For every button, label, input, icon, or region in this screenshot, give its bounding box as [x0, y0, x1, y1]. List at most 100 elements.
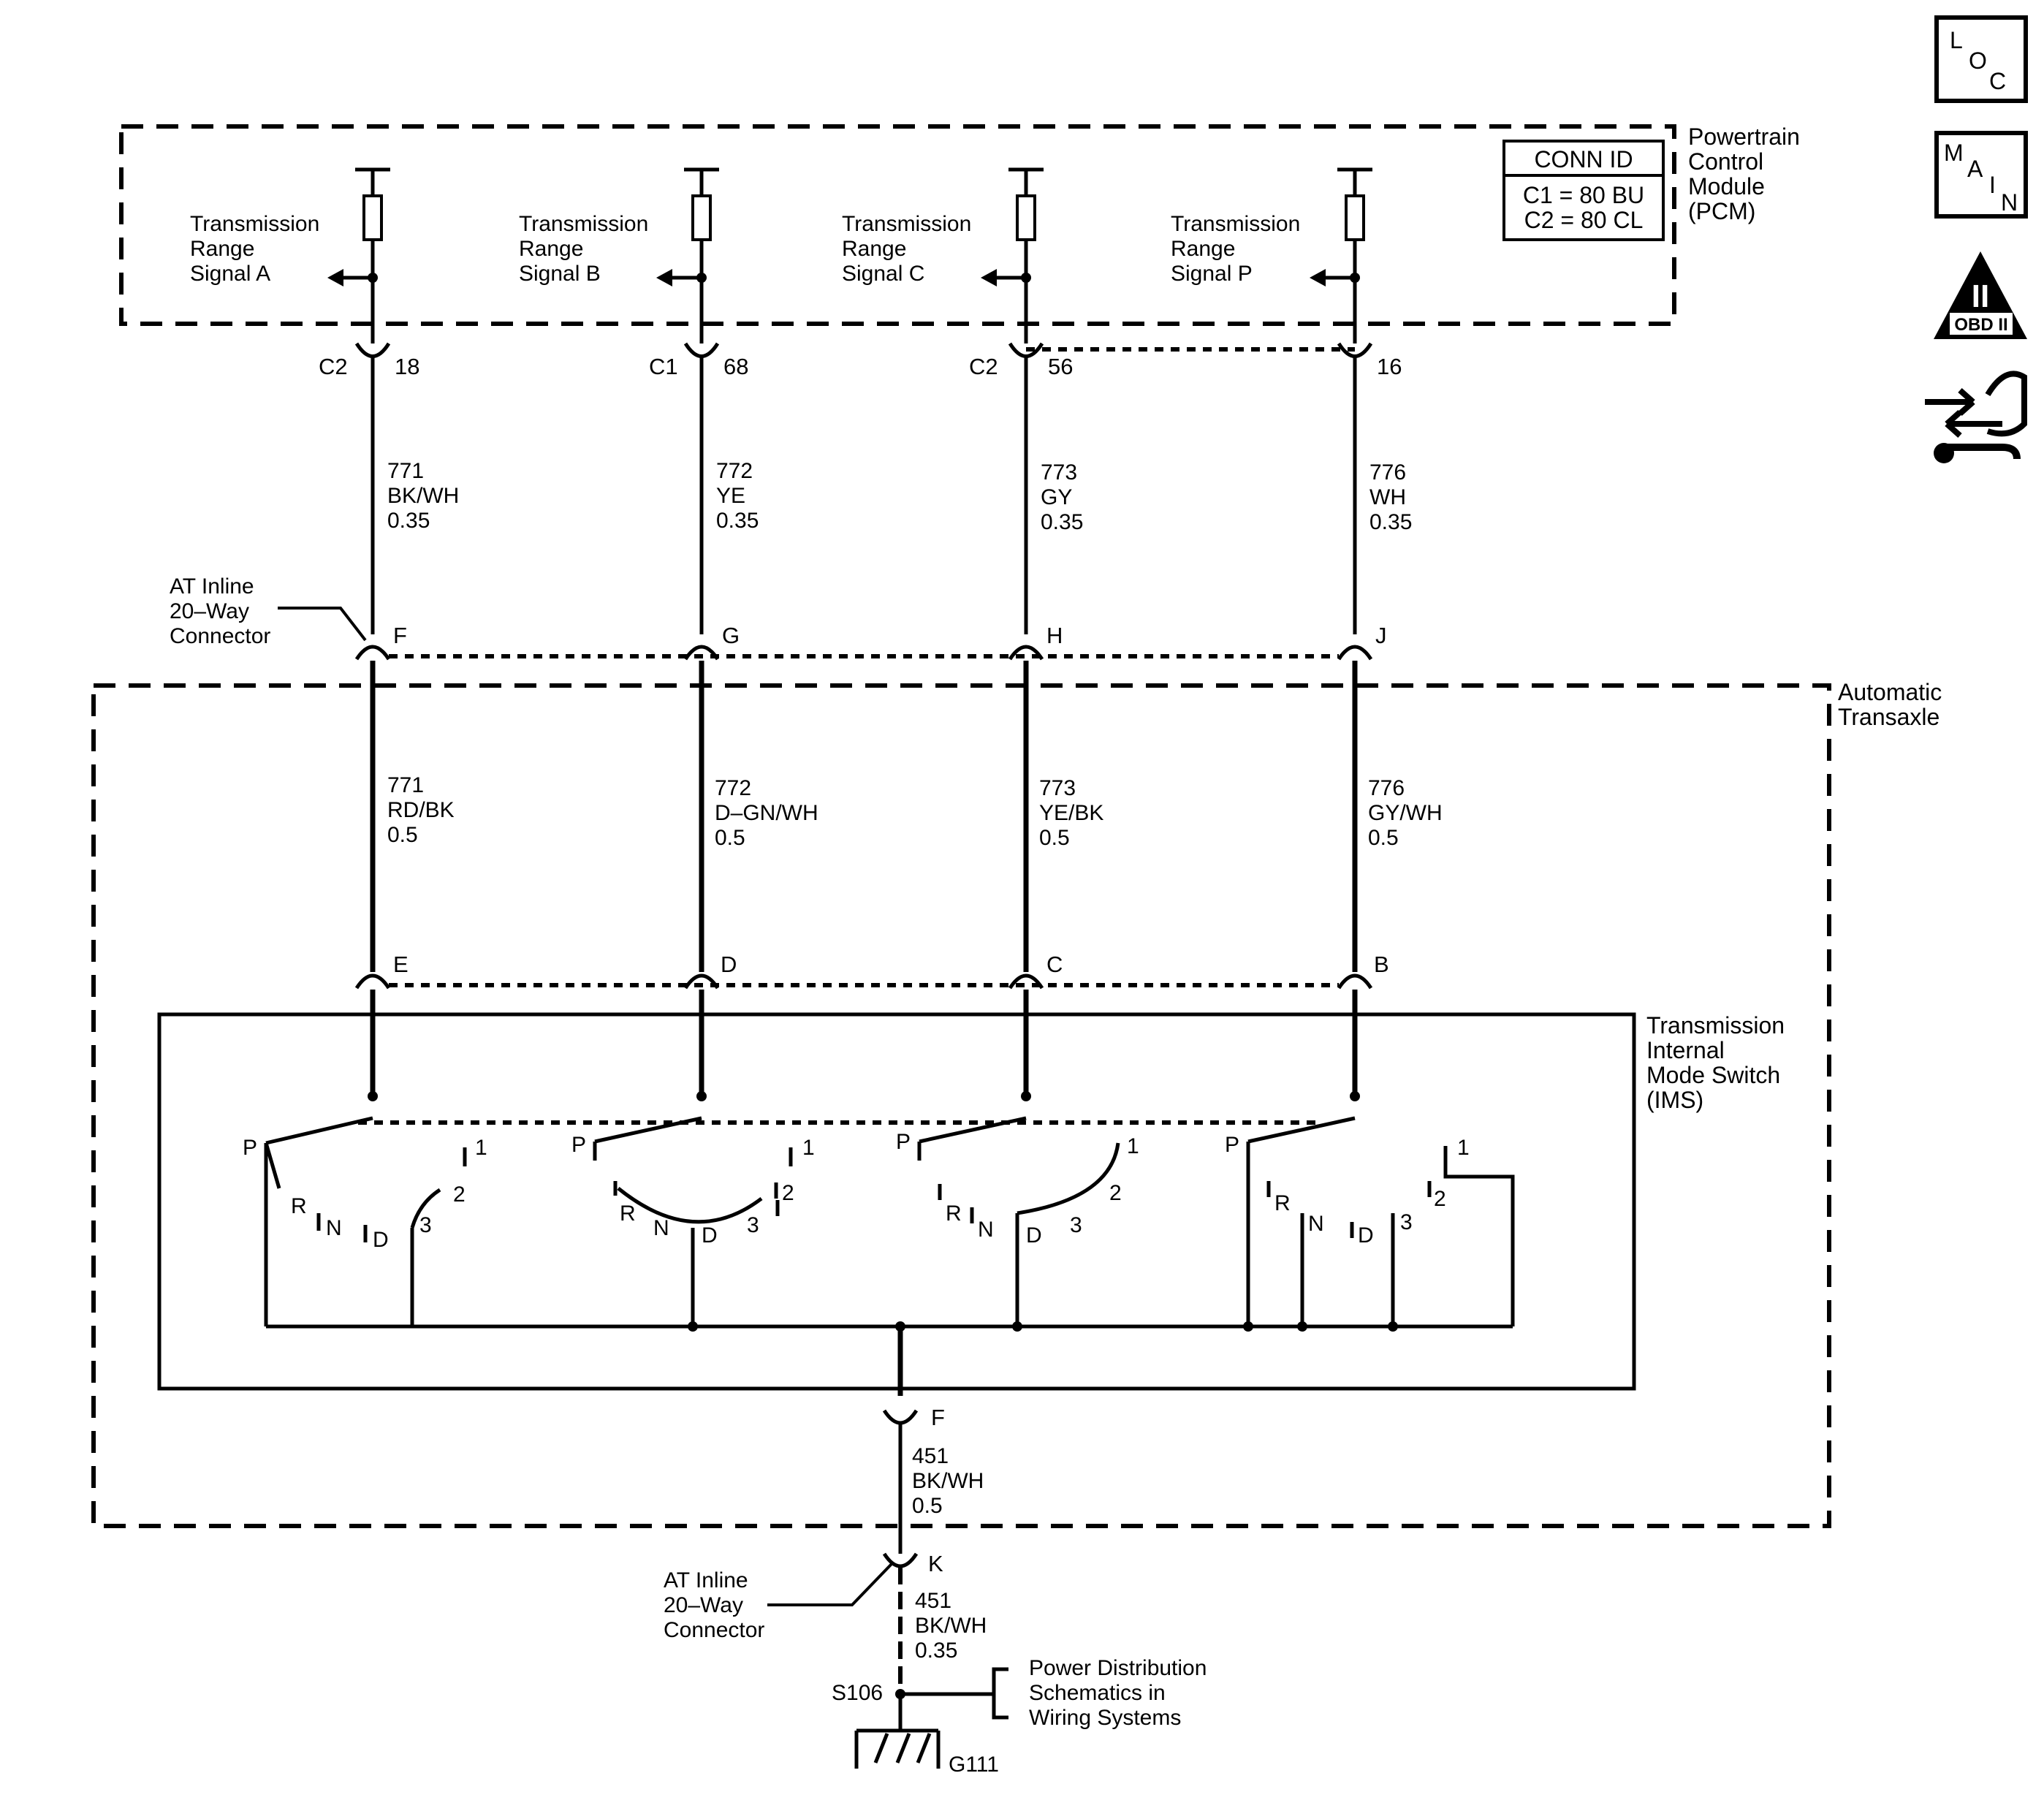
svg-text:P: P [571, 1133, 586, 1157]
svg-text:C2: C2 [319, 354, 348, 379]
svg-text:BK/WH: BK/WH [387, 484, 459, 508]
transaxle-boundary [91, 683, 1831, 1528]
svg-text:0.5: 0.5 [715, 826, 745, 850]
svg-text:C: C [1989, 68, 2006, 94]
svg-text:OBD II: OBD II [1954, 315, 2007, 335]
switch-section-p: P R N D 3 2 1 [1225, 1116, 1515, 1332]
ground-circuit: F 451 BK/WH 0.5 K 451 BK/WH 0.35 S106 Po… [832, 1405, 1207, 1777]
svg-text:Transmission: Transmission [190, 212, 319, 236]
svg-text:F: F [393, 623, 407, 648]
svg-text:2: 2 [782, 1181, 794, 1205]
svg-text:C2: C2 [969, 354, 998, 379]
svg-text:20–Way: 20–Way [664, 1593, 743, 1617]
svg-text:1: 1 [475, 1136, 487, 1160]
svg-text:0.5: 0.5 [912, 1494, 943, 1518]
inline-connector-label-top: AT Inline 20–Way Connector [170, 574, 367, 648]
svg-text:Powertrain: Powertrain [1688, 124, 1800, 150]
hand-wrench-icon[interactable] [1925, 371, 2027, 463]
svg-text:(IMS): (IMS) [1646, 1087, 1703, 1113]
svg-text:AT Inline: AT Inline [664, 1568, 748, 1592]
svg-text:1: 1 [1457, 1136, 1470, 1160]
svg-text:D: D [721, 952, 737, 977]
svg-text:J: J [1375, 623, 1387, 648]
svg-text:AT Inline: AT Inline [170, 574, 254, 599]
svg-text:0.5: 0.5 [1368, 826, 1399, 850]
svg-text:Transmission: Transmission [1646, 1012, 1785, 1039]
svg-text:N: N [653, 1216, 669, 1240]
switch-section-b: P R N D 3 1 2 [571, 1116, 815, 1332]
svg-text:(PCM): (PCM) [1688, 198, 1755, 224]
svg-text:D: D [1026, 1223, 1042, 1248]
svg-text:3: 3 [747, 1213, 759, 1237]
svg-text:P: P [1225, 1133, 1239, 1157]
svg-text:D: D [702, 1223, 718, 1248]
ims-box [157, 1012, 1636, 1391]
svg-text:Signal C: Signal C [842, 262, 924, 286]
svg-text:3: 3 [419, 1213, 432, 1237]
svg-text:M: M [1944, 140, 1964, 166]
svg-text:Range: Range [1171, 237, 1235, 261]
svg-text:Connector: Connector [170, 624, 270, 648]
obd-ii-icon[interactable]: II OBD II [1934, 251, 2027, 339]
svg-text:Wiring Systems: Wiring Systems [1029, 1706, 1181, 1730]
svg-text:E: E [393, 952, 409, 977]
conn-id-box: CONN ID C1 = 80 BU C2 = 80 CL [1502, 140, 1665, 241]
svg-text:GY/WH: GY/WH [1368, 801, 1443, 825]
svg-text:C: C [1046, 952, 1063, 977]
svg-text:A: A [1967, 156, 1983, 182]
svg-text:C2 = 80 CL: C2 = 80 CL [1524, 207, 1644, 233]
svg-text:451: 451 [912, 1444, 949, 1468]
svg-text:Signal A: Signal A [190, 262, 270, 286]
svg-text:K: K [928, 1551, 943, 1576]
svg-text:16: 16 [1377, 354, 1402, 379]
svg-text:0.35: 0.35 [387, 509, 430, 533]
svg-text:Signal P: Signal P [1171, 262, 1253, 286]
svg-text:18: 18 [395, 354, 419, 379]
svg-text:CONN ID: CONN ID [1534, 146, 1633, 172]
main-button[interactable]: M A I N [1934, 131, 2028, 219]
pcm-label: Powertrain Control Module (PCM) [1688, 124, 1800, 224]
signal-c-circuit: Transmission Range Signal C C2 56 773 GY… [842, 167, 1103, 1101]
signal-p-circuit: Transmission Range Signal P 16 776 WH 0.… [1171, 167, 1443, 1101]
svg-text:B: B [1374, 952, 1389, 977]
svg-text:G111: G111 [949, 1753, 999, 1777]
svg-text:YE: YE [716, 484, 745, 508]
svg-text:H: H [1046, 623, 1063, 648]
svg-text:Schematics in: Schematics in [1029, 1681, 1166, 1705]
svg-text:C1: C1 [649, 354, 678, 379]
svg-text:Power Distribution: Power Distribution [1029, 1656, 1207, 1680]
svg-text:Transmission: Transmission [842, 212, 971, 236]
svg-text:Range: Range [842, 237, 906, 261]
svg-text:C1 = 80 BU: C1 = 80 BU [1523, 182, 1644, 208]
svg-text:R: R [1274, 1191, 1291, 1215]
svg-text:P: P [243, 1136, 257, 1160]
svg-text:Transmission: Transmission [519, 212, 648, 236]
svg-text:YE/BK: YE/BK [1039, 801, 1103, 825]
svg-text:451: 451 [915, 1589, 951, 1613]
svg-text:R: R [620, 1201, 636, 1226]
switch-section-c: P R N D 3 2 1 [896, 1116, 1139, 1332]
svg-text:771: 771 [387, 773, 424, 797]
svg-text:Control: Control [1688, 148, 1763, 175]
svg-text:Mode Switch: Mode Switch [1646, 1062, 1780, 1088]
svg-text:D–GN/WH: D–GN/WH [715, 801, 818, 825]
svg-text:0.35: 0.35 [1041, 510, 1083, 534]
svg-text:0.35: 0.35 [915, 1639, 957, 1663]
svg-text:N: N [2001, 189, 2018, 216]
svg-text:BK/WH: BK/WH [912, 1469, 984, 1493]
svg-text:D: D [1358, 1223, 1374, 1248]
svg-text:1: 1 [802, 1136, 815, 1160]
loc-button[interactable]: L O C [1934, 15, 2028, 103]
transaxle-label: Automatic Transaxle [1838, 679, 1942, 730]
svg-text:3: 3 [1400, 1210, 1413, 1234]
svg-text:R: R [291, 1194, 307, 1218]
svg-text:O: O [1969, 48, 1987, 74]
svg-text:II: II [1972, 278, 1989, 314]
svg-text:773: 773 [1041, 460, 1077, 485]
svg-text:D: D [373, 1228, 389, 1252]
svg-text:56: 56 [1048, 354, 1073, 379]
svg-text:Module: Module [1688, 173, 1765, 200]
pcm-boundary [119, 124, 1676, 326]
svg-text:2: 2 [1109, 1181, 1122, 1205]
